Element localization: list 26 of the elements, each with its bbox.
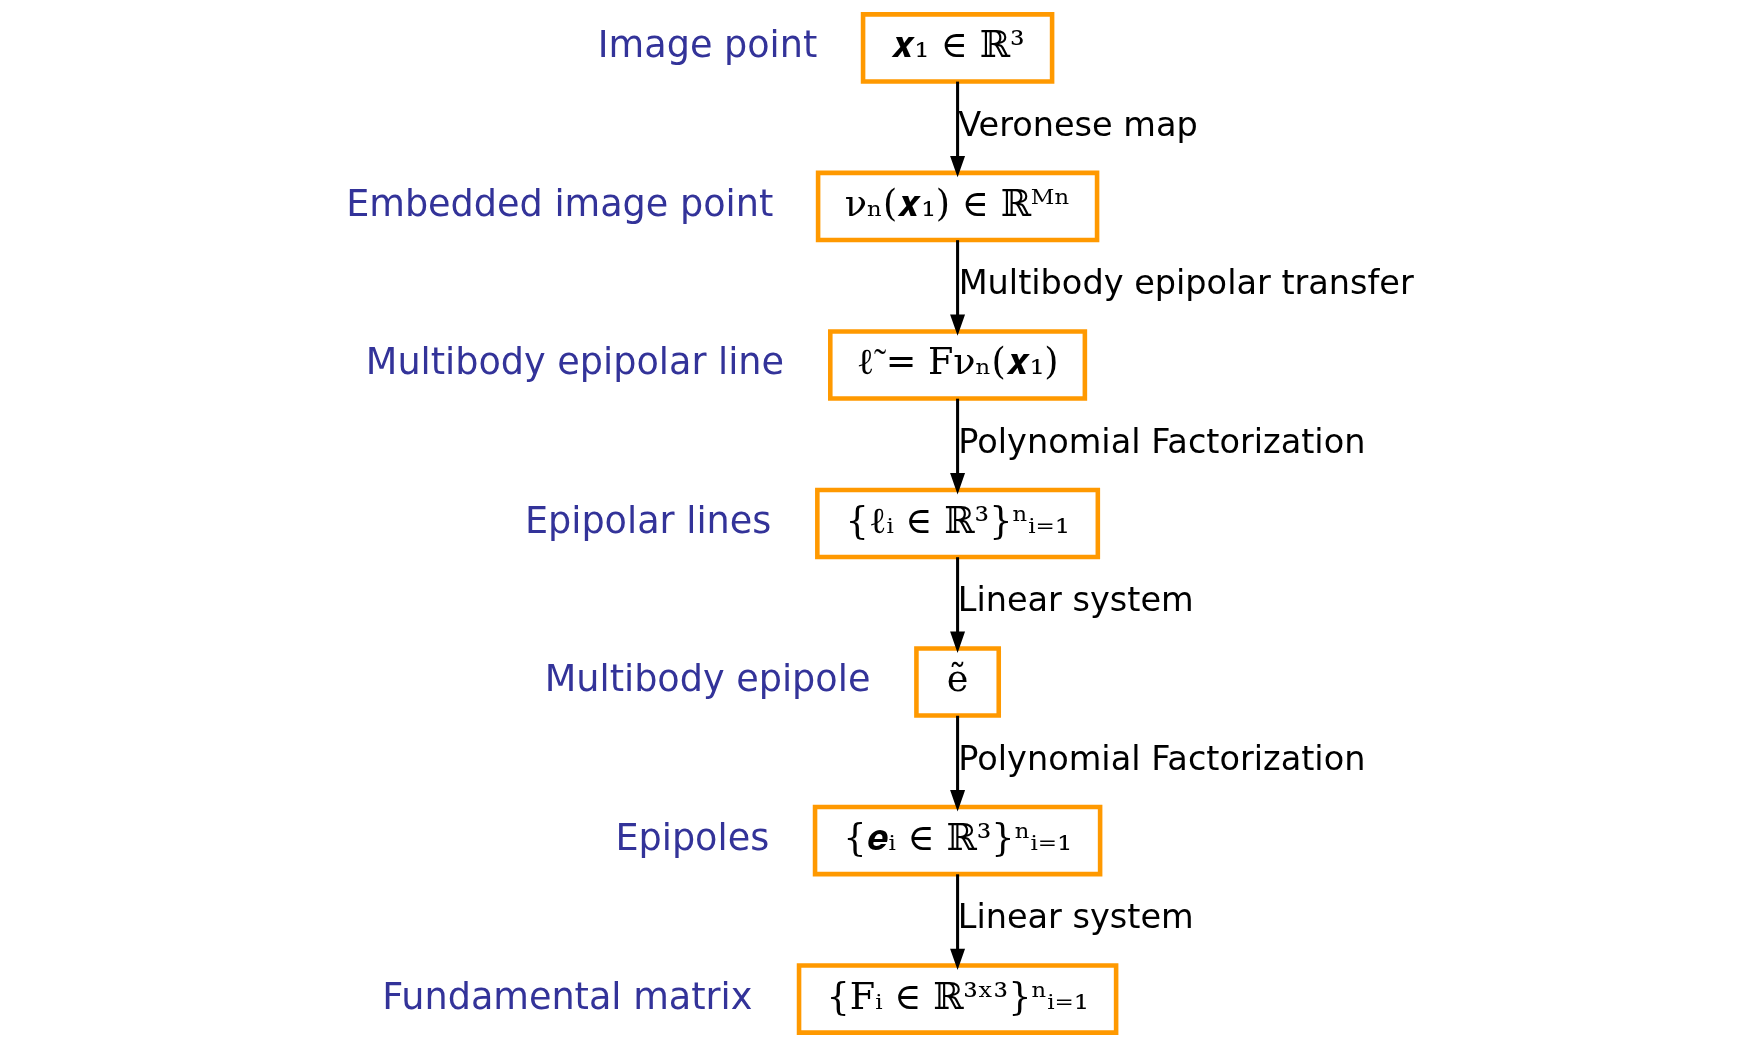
arrow	[949, 240, 965, 336]
node-box: νₙ(𝒙₁) ∈ ℝᴹⁿ	[815, 170, 1099, 243]
node-label: Image point	[597, 23, 817, 67]
arrow	[949, 715, 965, 812]
edge-label: Polynomial Factorization	[957, 738, 1365, 778]
node-label: Multibody epipole	[544, 657, 870, 701]
node-box: 𝒙₁ ∈ ℝ³	[860, 12, 1054, 84]
node-box: ẽ	[913, 646, 1001, 718]
edge-label: Polynomial Factorization	[957, 421, 1365, 461]
edge-label: Multibody epipolar transfer	[958, 263, 1414, 303]
edge-label: Veronese map	[957, 104, 1198, 144]
arrow	[949, 81, 965, 178]
arrow	[949, 557, 965, 653]
edge-label: Linear system	[957, 580, 1194, 620]
node-box: ℓ̃ = Fνₙ(𝒙₁)	[827, 329, 1087, 401]
node-box: {Fᵢ ∈ ℝ³ˣ³}ⁿᵢ₌₁	[796, 963, 1118, 1035]
edge-label: Linear system	[957, 897, 1194, 937]
node-box: {𝒆ᵢ ∈ ℝ³}ⁿᵢ₌₁	[812, 804, 1102, 877]
arrow	[949, 398, 965, 495]
node-label: Fundamental matrix	[381, 974, 752, 1018]
arrow	[949, 874, 965, 971]
node-box: {ℓᵢ ∈ ℝ³}ⁿᵢ₌₁	[814, 487, 1100, 560]
node-label: Multibody epipolar line	[365, 340, 784, 384]
node-label: Epipoles	[614, 816, 769, 860]
node-label: Epipolar lines	[524, 498, 771, 542]
node-label: Embedded image point	[345, 181, 773, 225]
